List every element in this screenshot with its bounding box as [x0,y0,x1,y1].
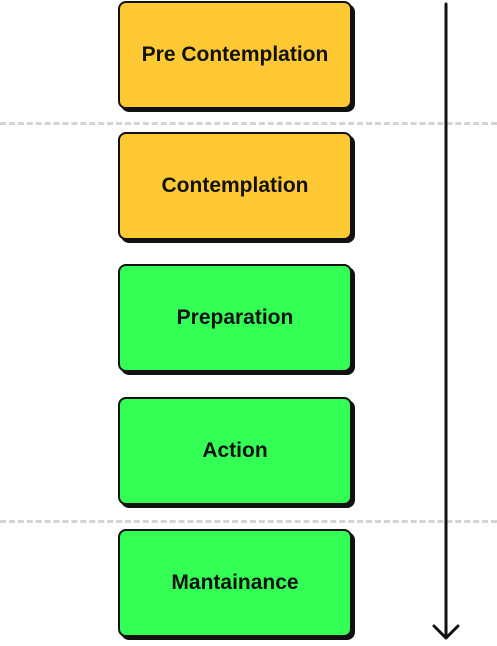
flow-arrow-icon [432,2,460,640]
stage-pre-contemplation: Pre Contemplation [118,1,352,109]
stage-label: Contemplation [161,174,309,197]
stage-action: Action [118,397,352,505]
divider-line-bottom [0,520,497,523]
stage-contemplation: Contemplation [118,132,352,240]
stage-mantainance: Mantainance [118,529,352,637]
stage-label: Pre Contemplation [141,43,329,66]
stage-label: Mantainance [171,571,299,594]
divider-line-top [0,122,497,125]
stage-label: Preparation [176,306,294,329]
stage-label: Action [202,439,268,462]
stage-preparation: Preparation [118,264,352,372]
